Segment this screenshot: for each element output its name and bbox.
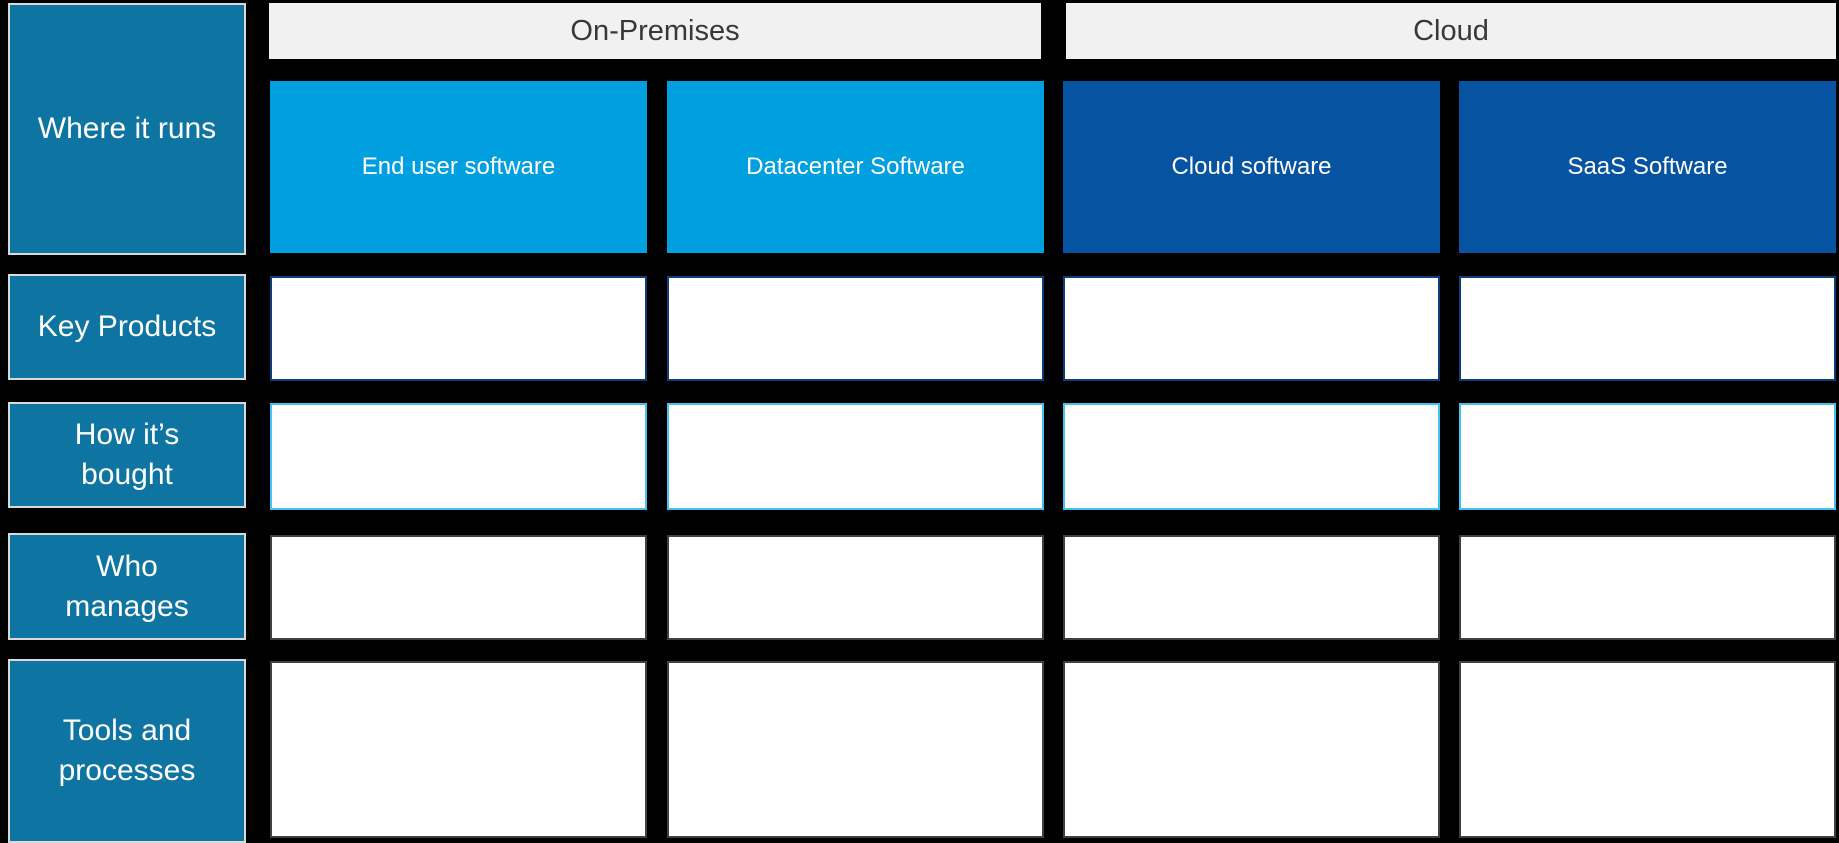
row-label-tools-and-processes: Tools and processes bbox=[8, 659, 246, 843]
cell-tools-processes-saas-software bbox=[1459, 661, 1836, 838]
column-header-end-user-software: End user software bbox=[270, 81, 647, 253]
cell-how-its-bought-datacenter-software bbox=[667, 403, 1044, 510]
corner-label-where-it-runs: Where it runs bbox=[8, 3, 246, 255]
cell-how-its-bought-end-user-software bbox=[270, 403, 647, 510]
cell-tools-processes-cloud-software bbox=[1063, 661, 1440, 838]
column-header-saas-software: SaaS Software bbox=[1459, 81, 1836, 253]
column-header-datacenter-software: Datacenter Software bbox=[667, 81, 1044, 253]
cell-key-products-datacenter-software bbox=[667, 276, 1044, 381]
column-header-cloud-software: Cloud software bbox=[1063, 81, 1440, 253]
cell-key-products-saas-software bbox=[1459, 276, 1836, 381]
cell-who-manages-saas-software bbox=[1459, 535, 1836, 640]
cell-key-products-end-user-software bbox=[270, 276, 647, 381]
cell-who-manages-end-user-software bbox=[270, 535, 647, 640]
group-header-on-premises: On-Premises bbox=[269, 3, 1041, 59]
group-header-cloud: Cloud bbox=[1066, 3, 1836, 59]
row-label-who-manages: Who manages bbox=[8, 533, 246, 640]
cell-who-manages-cloud-software bbox=[1063, 535, 1440, 640]
row-label-how-its-bought: How it’s bought bbox=[8, 402, 246, 508]
cell-how-its-bought-cloud-software bbox=[1063, 403, 1440, 510]
cell-tools-processes-end-user-software bbox=[270, 661, 647, 838]
cell-tools-processes-datacenter-software bbox=[667, 661, 1044, 838]
row-label-key-products: Key Products bbox=[8, 274, 246, 380]
cell-how-its-bought-saas-software bbox=[1459, 403, 1836, 510]
cell-who-manages-datacenter-software bbox=[667, 535, 1044, 640]
cell-key-products-cloud-software bbox=[1063, 276, 1440, 381]
